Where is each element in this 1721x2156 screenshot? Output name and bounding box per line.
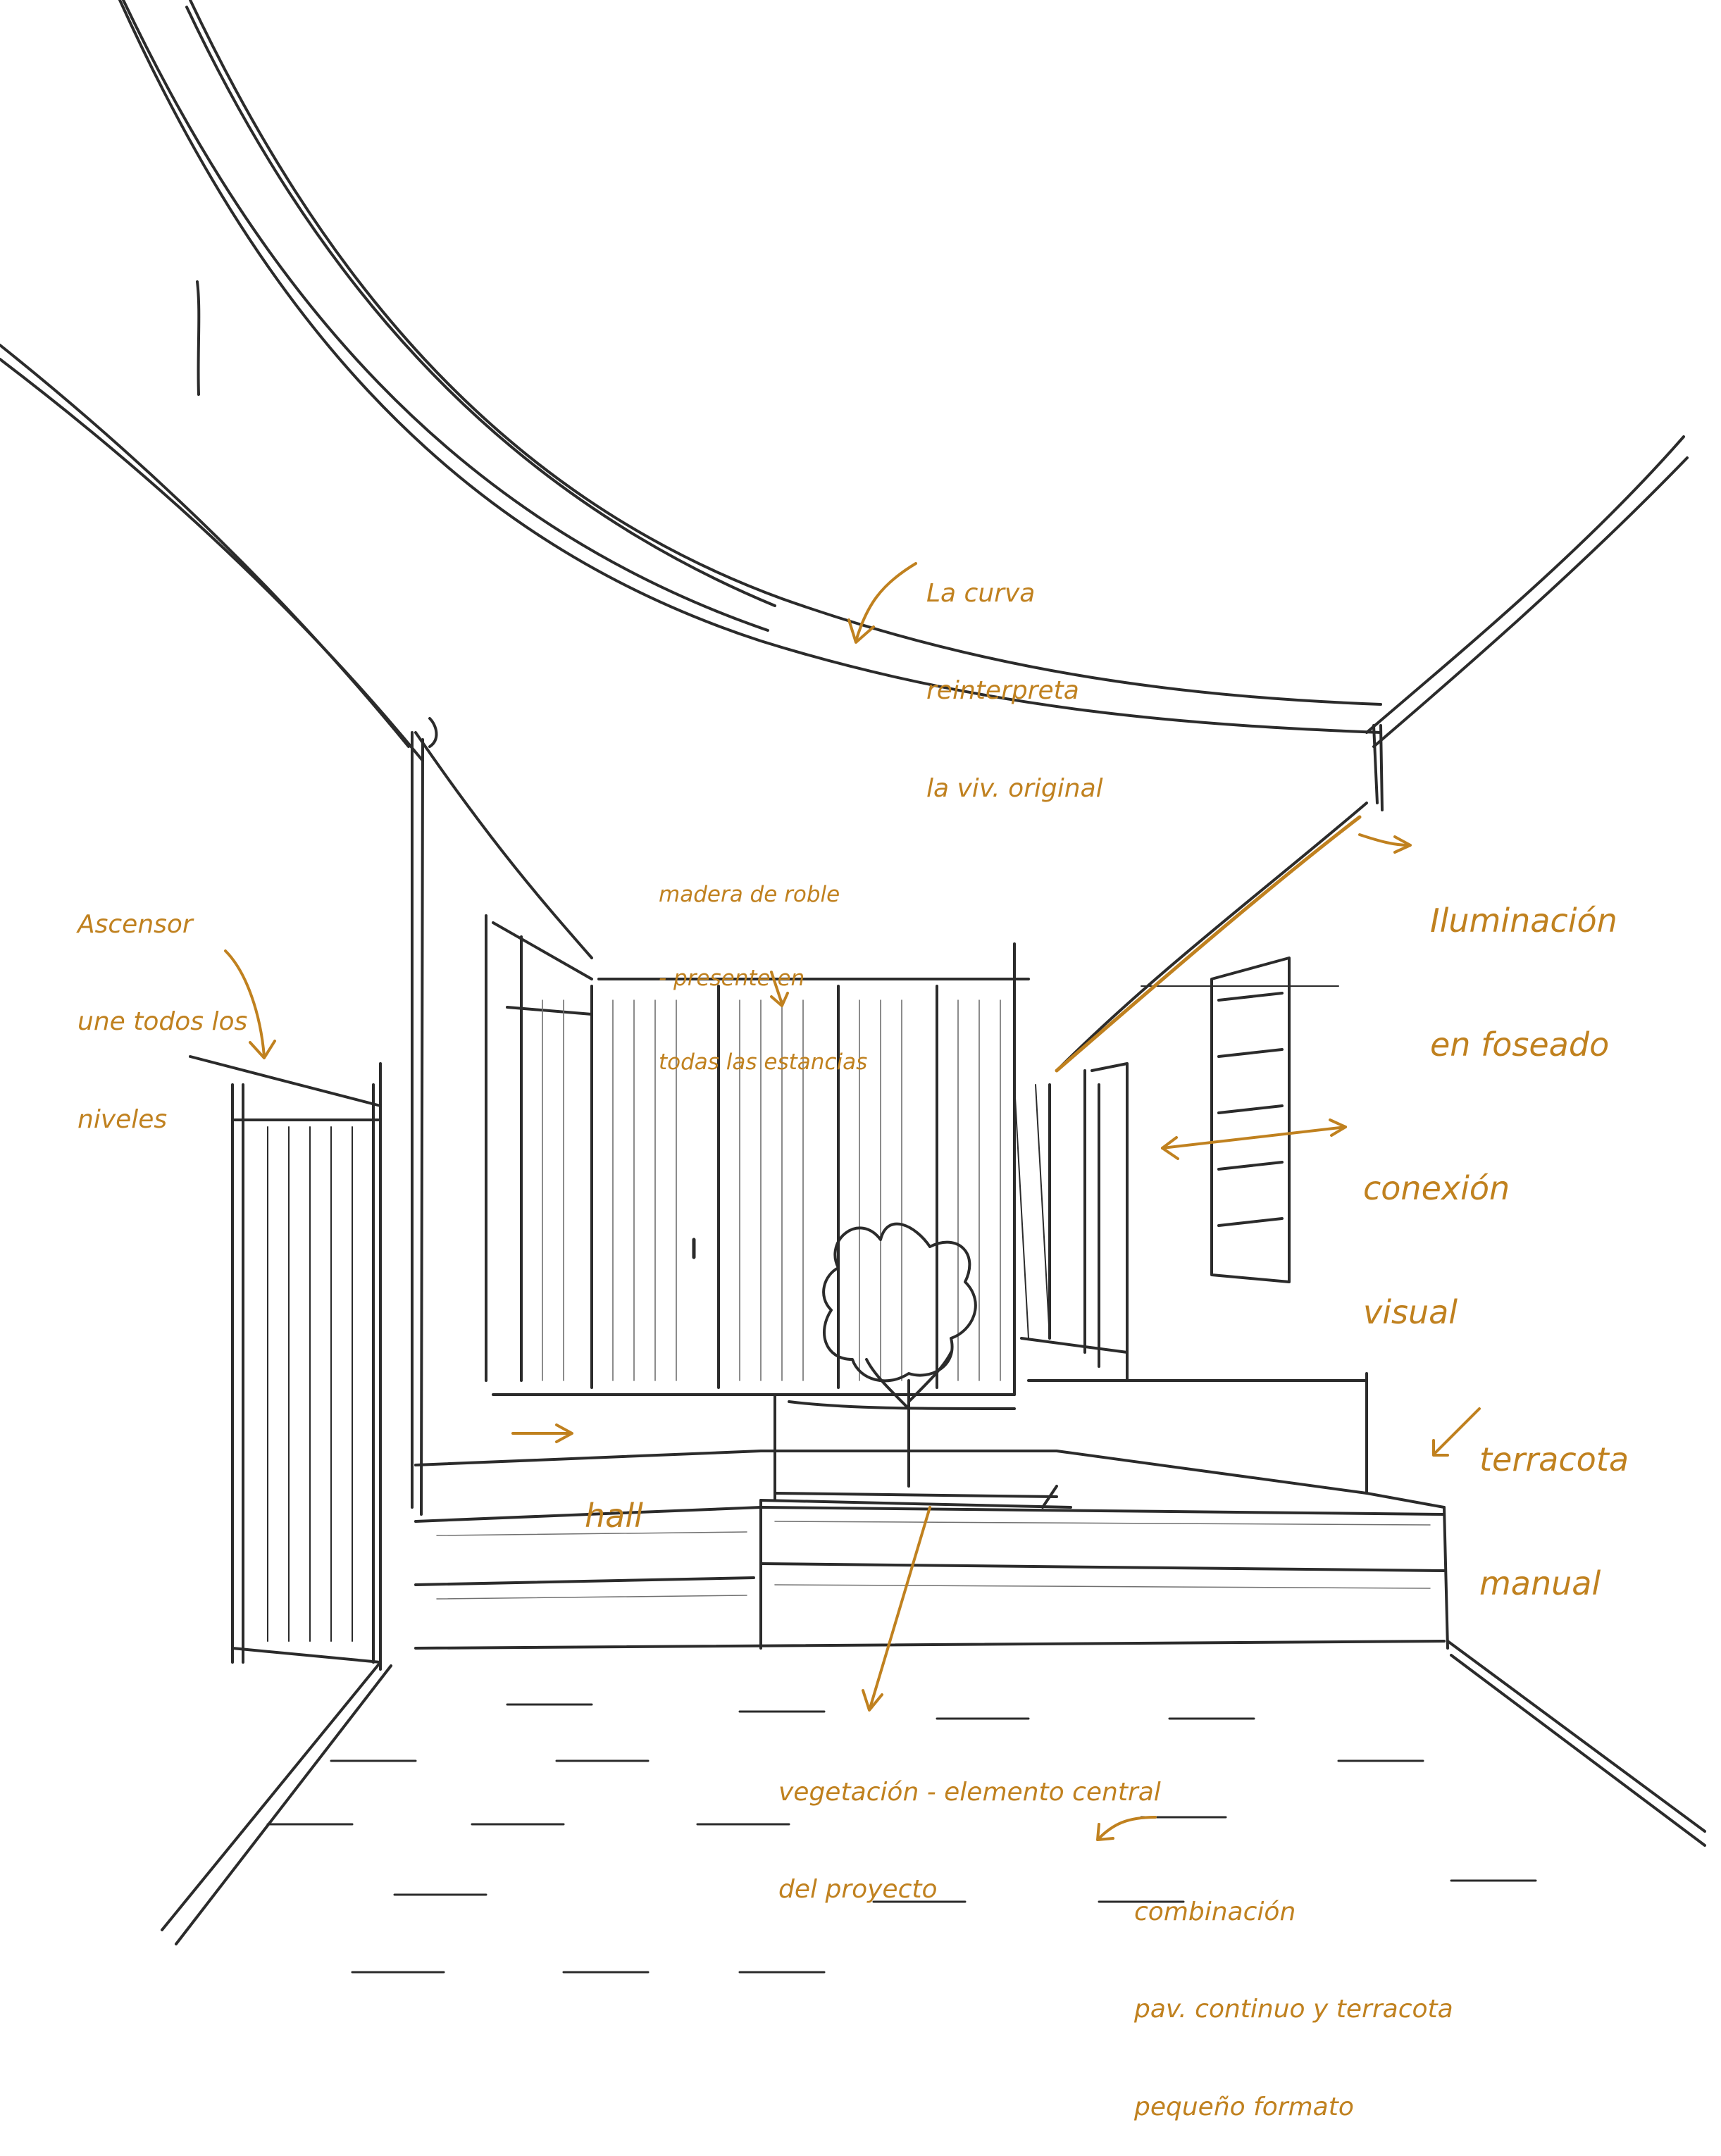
annotation-elevator: Ascensor une todos los niveles (77, 844, 247, 1169)
annotation-lighting-line-2: en foseado (1430, 1026, 1610, 1064)
annotation-vegetation-line-2: del proyecto (778, 1875, 938, 1905)
ceiling-curve (118, 0, 1382, 734)
architectural-sketch (0, 0, 1706, 1974)
annotation-lighting-line-1: Iluminación (1430, 901, 1617, 940)
annotation-curve-line-1: La curva (926, 579, 1036, 609)
right-wall (1014, 957, 1339, 1382)
ceiling-edges (0, 344, 1689, 1072)
annotation-paving-line-1: combinación (1134, 1898, 1296, 1927)
right-wall-edge (1372, 724, 1384, 811)
annotation-oak-line-1: madera de roble (659, 882, 840, 908)
light-cove (1055, 815, 1362, 1073)
annotation-elevator-line-2: une todos los (77, 1007, 248, 1037)
sketch-linework (0, 0, 1706, 1974)
annotation-vegetation-line-1: vegetación - elemento central (778, 1778, 1161, 1807)
annotation-visual: conexión visual (1363, 1085, 1510, 1375)
annotation-paving: combinación pav. continuo y terracota pe… (1134, 1831, 1453, 2156)
left-corner-column (411, 717, 438, 1516)
oak-wall (485, 914, 1030, 1396)
annotation-vegetation: vegetación - elemento central del proyec… (778, 1712, 1161, 1939)
annotation-curve-line-2: reinterpreta (926, 676, 1079, 706)
annotation-curve: La curva reinterpreta la viv. original (926, 513, 1103, 837)
annotation-oak-line-3: todas las estancias (659, 1049, 868, 1076)
annotation-elevator-line-1: Ascensor (77, 910, 193, 940)
annotation-curve-line-3: la viv. original (926, 773, 1103, 803)
annotation-terracotta: terracota manual (1479, 1356, 1629, 1646)
annotation-visual-line-2: visual (1363, 1293, 1458, 1332)
annotation-terracotta-line-2: manual (1479, 1564, 1601, 1603)
annotation-oak: madera de roble - presente en todas las … (659, 825, 867, 1105)
tree (822, 1222, 977, 1488)
annotation-oak-line-2: - presente en (659, 966, 805, 992)
annotation-visual-line-1: conexión (1363, 1169, 1510, 1207)
floor (161, 1640, 1706, 1974)
annotation-elevator-line-3: niveles (77, 1104, 168, 1134)
steps-and-platform (414, 1372, 1449, 1650)
annotation-lighting: Iluminación en foseado (1430, 817, 1617, 1107)
annotation-arrows (224, 562, 1481, 1841)
elevator (189, 1055, 382, 1671)
annotation-hall-line-1: hall (585, 1496, 643, 1535)
annotation-paving-line-2: pav. continuo y terracota (1134, 1995, 1453, 2024)
annotation-paving-line-3: pequeño formato (1134, 2092, 1354, 2121)
annotation-terracotta-line-1: terracota (1479, 1440, 1629, 1478)
annotation-hall: hall (585, 1412, 643, 1578)
